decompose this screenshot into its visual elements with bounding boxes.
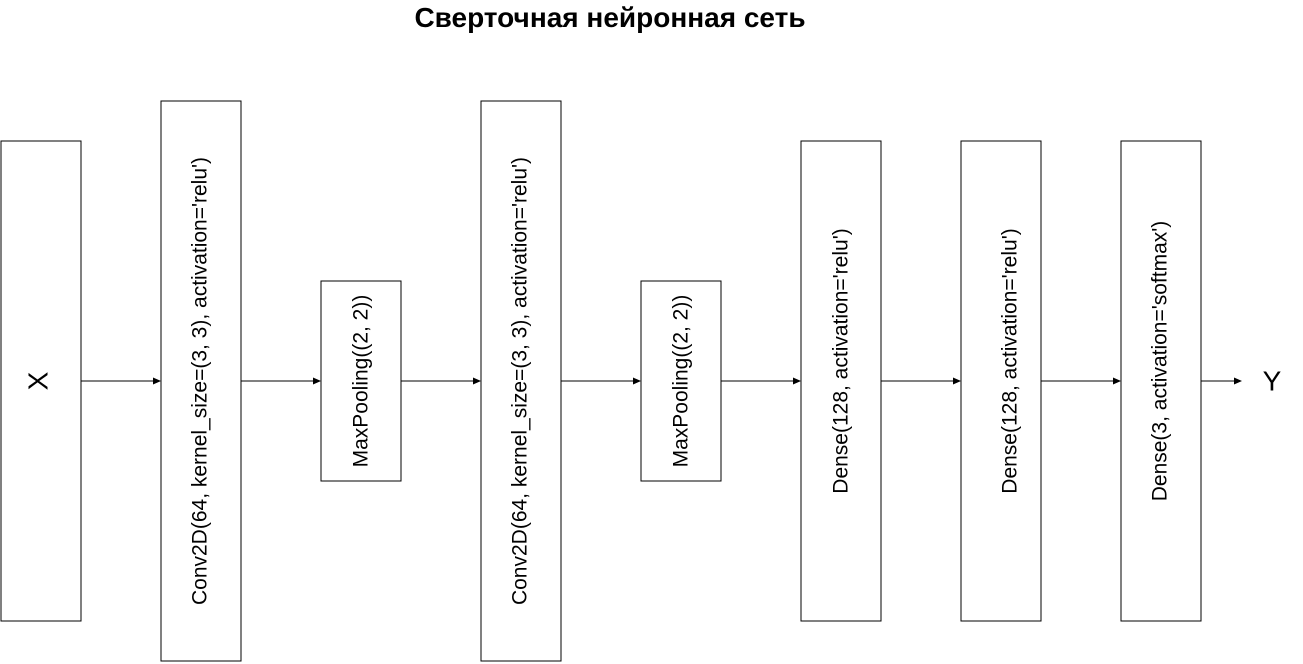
layer-label: Dense(3, activation='softmax') xyxy=(1149,221,1172,502)
layer-maxpooling-1: MaxPooling((2, 2)) xyxy=(320,280,402,482)
layer-label: Conv2D(64, kernel_size=(3, 3), activatio… xyxy=(509,157,532,605)
layer-conv2d-1: Conv2D(64, kernel_size=(3, 3), activatio… xyxy=(160,100,242,662)
diagram-title: Сверточная нейронная сеть xyxy=(414,2,806,33)
layer-maxpooling-2: MaxPooling((2, 2)) xyxy=(640,280,722,482)
layer-dense-2: Dense(128, activation='relu') xyxy=(960,140,1042,622)
layer-conv2d-2: Conv2D(64, kernel_size=(3, 3), activatio… xyxy=(480,100,562,662)
layer-dense-3: Dense(3, activation='softmax') xyxy=(1120,140,1202,622)
layer-label: MaxPooling((2, 2)) xyxy=(350,295,373,468)
layer-label: Dense(128, activation='relu') xyxy=(830,228,853,493)
layer-dense-1: Dense(128, activation='relu') xyxy=(800,140,882,622)
input-label: X xyxy=(23,371,54,390)
input-node: X xyxy=(0,140,82,622)
layer-label: MaxPooling((2, 2)) xyxy=(670,295,693,468)
output-label: Y xyxy=(1263,366,1282,397)
layer-label: Conv2D(64, kernel_size=(3, 3), activatio… xyxy=(189,157,212,605)
layer-label: Dense(128, activation='relu') xyxy=(999,228,1022,493)
